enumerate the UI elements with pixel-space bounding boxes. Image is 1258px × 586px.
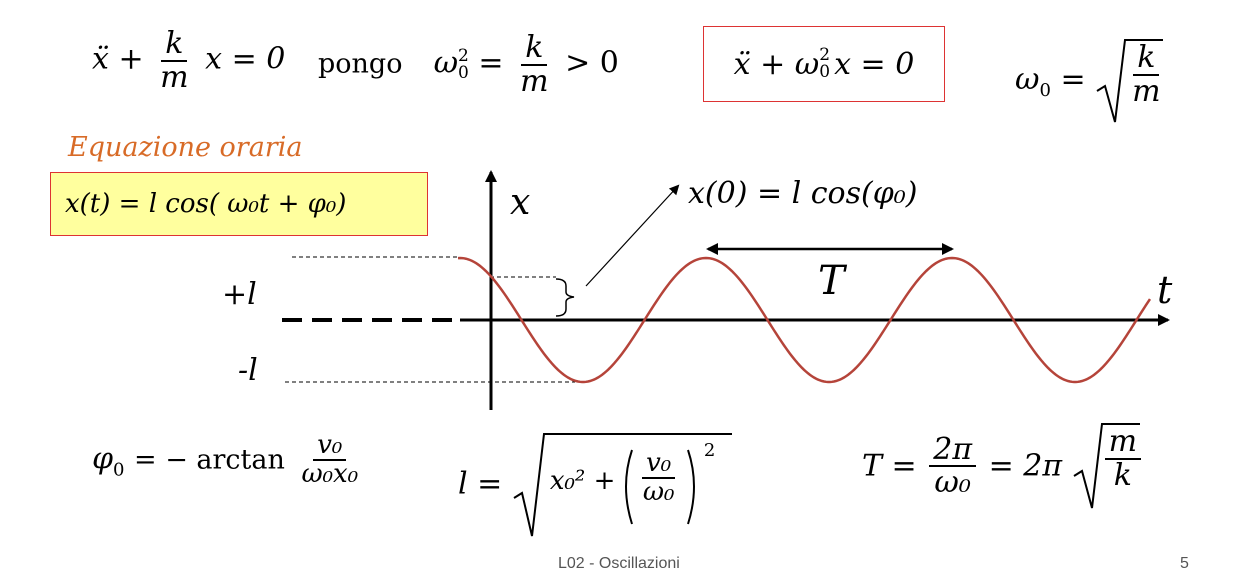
boxed-sup: 2	[819, 45, 831, 65]
pongo-omega: ω	[433, 45, 459, 81]
amp-fraction: v₀ ω₀	[639, 449, 679, 508]
omega0-equation: ω0 = k m	[1015, 36, 1165, 126]
period-num: 2π	[929, 433, 977, 467]
pongo-eq: =	[478, 45, 504, 81]
ode-den: m	[160, 59, 189, 95]
period-equation: T = 2π ω₀ = 2π m k	[862, 420, 1142, 512]
boxed-pre: ẍ + ω	[733, 46, 820, 82]
footer-title: L02 - Oscillazioni	[558, 555, 680, 572]
period-label: T	[818, 258, 848, 304]
subtitle: Equazione oraria	[68, 132, 303, 163]
ode-fraction: k m	[156, 28, 192, 93]
amp-exp: 2	[703, 440, 716, 461]
x0-pointer-arrow	[585, 184, 680, 287]
omega0-fraction: k m	[1128, 42, 1164, 107]
ode-plus: +	[118, 41, 144, 77]
pongo-sup: 2	[458, 45, 469, 66]
amp-inner: x₀² +	[549, 466, 616, 496]
phi0-equation: φ0 = − arctan v₀ ω₀x₀	[92, 431, 365, 490]
boxed-post: x = 0	[834, 46, 915, 82]
pongo-label: pongo	[318, 48, 403, 80]
phi0-lhs: φ	[92, 441, 114, 477]
omega0-sub: 0	[1039, 80, 1051, 101]
amplitude-equation: l = x₀² + v₀ ω₀ 2	[458, 428, 734, 540]
phi0-num: v₀	[313, 431, 347, 462]
axis-t-label: t	[1157, 268, 1173, 312]
omega0-num: k	[1133, 42, 1160, 76]
period-den: ω₀	[934, 465, 971, 500]
ode-num: k	[161, 28, 188, 62]
pongo-sub: 0	[458, 62, 469, 83]
x0-brace-icon	[555, 278, 575, 317]
amp-num: v₀	[642, 449, 676, 480]
period-rden: k	[1113, 457, 1132, 493]
ode-equation: ẍ + k m x = 0	[92, 28, 285, 93]
omega0-sqrt-icon	[1096, 39, 1164, 123]
period-sqrt-icon	[1073, 423, 1140, 509]
phi0-den: ω₀x₀	[301, 459, 359, 490]
boxed-sub: 0	[819, 62, 831, 82]
omega0-lhs: ω	[1015, 62, 1040, 97]
amp-lhs: l =	[458, 466, 503, 502]
amp-den: ω₀	[642, 477, 675, 508]
phi0-eq: = − arctan	[134, 444, 285, 476]
plus-l-label: +l	[222, 277, 257, 312]
omega0-den: m	[1132, 73, 1161, 109]
omega0-eq: =	[1060, 62, 1086, 97]
pongo-gt: > 0	[565, 45, 619, 81]
hourly-equation: x(t) = l cos( ω₀t + φ₀)	[65, 189, 347, 219]
period-fraction: 2π ω₀	[929, 433, 977, 500]
minus-l-label: -l	[238, 353, 258, 388]
phi0-sub: 0	[113, 459, 125, 481]
pongo-fraction: k m	[516, 32, 552, 97]
axis-x-label: x	[510, 182, 530, 223]
period-lhs: T =	[862, 448, 917, 484]
phi0-fraction: v₀ ω₀x₀	[297, 431, 362, 490]
ode-xddot: ẍ	[92, 41, 109, 77]
pongo-num: k	[521, 32, 548, 66]
period-mid: = 2π	[988, 448, 1063, 484]
hourly-equation-box: x(t) = l cos( ω₀t + φ₀)	[50, 172, 428, 236]
period-rnum: m	[1104, 426, 1142, 460]
period-sqrt-fraction: m k	[1104, 426, 1142, 493]
amp-sqrt-icon	[513, 433, 732, 537]
x0-label: x(0) = l cos(φ₀)	[688, 176, 917, 211]
page-number: 5	[1180, 555, 1189, 572]
pongo-den: m	[520, 63, 549, 99]
ode-rest: x = 0	[205, 41, 286, 77]
cosine-curve	[457, 256, 1152, 384]
